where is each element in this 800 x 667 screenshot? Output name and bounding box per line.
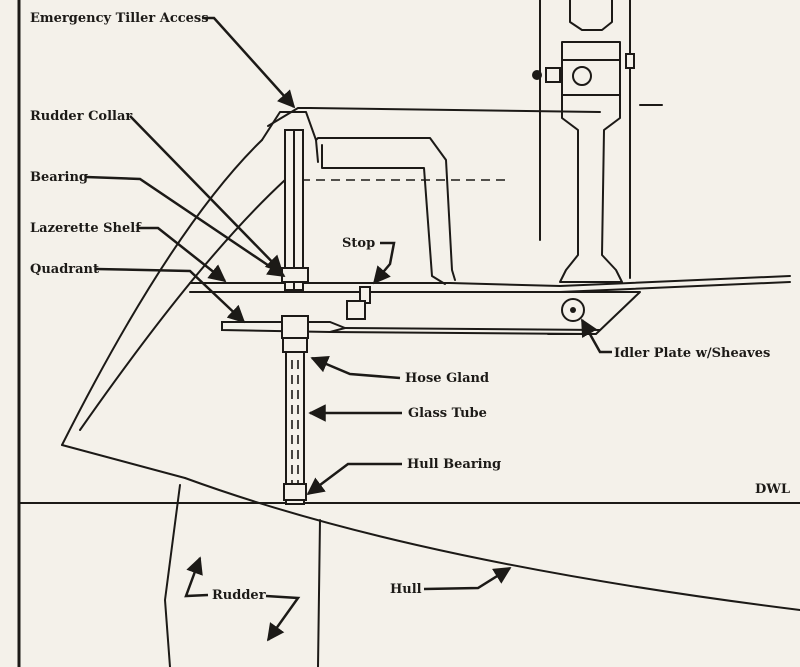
pedestal-gauge [572, 66, 592, 86]
rudder-leader-up [184, 556, 209, 598]
stop-label: Stop [342, 236, 375, 251]
steering-cable-lower [329, 331, 591, 335]
steering-cable-upper [344, 327, 601, 331]
lazerette-shelf-top [189, 275, 791, 287]
idler-plate [547, 291, 641, 335]
rudder-collar [281, 267, 309, 283]
quadrant-hub [281, 315, 309, 339]
hose-gland-leader [310, 356, 401, 380]
lazerette-shelf-bottom [189, 281, 791, 293]
cockpit-seat-edge [315, 139, 319, 163]
rudder-leader-down [265, 594, 301, 642]
hull-bearing-leader [306, 462, 402, 496]
tiller-access-hatch [261, 111, 317, 141]
transom-line-inner [79, 179, 286, 431]
pedestal-handle-block [545, 67, 561, 83]
idler-sheave-axle [570, 307, 576, 313]
lazerette-shelf-leader [138, 226, 227, 283]
emergency-tiller-access-label: Emergency Tiller Access [30, 11, 209, 26]
hose-gland-label: Hose Gland [405, 371, 489, 386]
pedestal-body [559, 41, 623, 283]
quadrant-label: Quadrant [30, 262, 99, 277]
rudder-label: Rudder [212, 588, 266, 603]
hull-label: Hull [390, 582, 422, 597]
stop-bracket [346, 300, 366, 320]
hull-counter-line [61, 444, 186, 479]
idler-plate-label: Idler Plate w/Sheaves [614, 346, 770, 361]
transom-line-outer [61, 139, 263, 446]
rudder-collar-label: Rudder Collar [30, 109, 132, 124]
quadrant-leader [95, 267, 246, 324]
cockpit-outline-outer [315, 137, 456, 281]
glass-tube-label: Glass Tube [408, 406, 487, 421]
cockpit-outline-inner [321, 144, 446, 285]
hull-curve [184, 477, 800, 611]
pedestal-top [569, 0, 613, 31]
hull-bearing-label: Hull Bearing [407, 457, 501, 472]
rudder-leading-edge [164, 484, 181, 667]
rudder-collar-leader [129, 115, 284, 274]
idler-plate-leader [580, 318, 612, 354]
lazerette-shelf-label: Lazerette Shelf [30, 221, 142, 236]
emergency-tiller-access-leader [202, 16, 296, 109]
glass-tube [285, 351, 305, 505]
rudder-trailing-edge [317, 519, 321, 667]
hull-leader [423, 566, 512, 591]
stop-leader [372, 241, 396, 285]
deck-line [267, 107, 601, 127]
hull-bearing-block [283, 483, 307, 501]
dwl-label: DWL [755, 482, 790, 497]
pedestal-knob [532, 70, 542, 80]
bearing-leader [85, 175, 286, 278]
pedestal-guard-clip [625, 53, 635, 69]
hose-gland-clamp [282, 337, 308, 353]
bearing-label: Bearing [30, 170, 88, 185]
